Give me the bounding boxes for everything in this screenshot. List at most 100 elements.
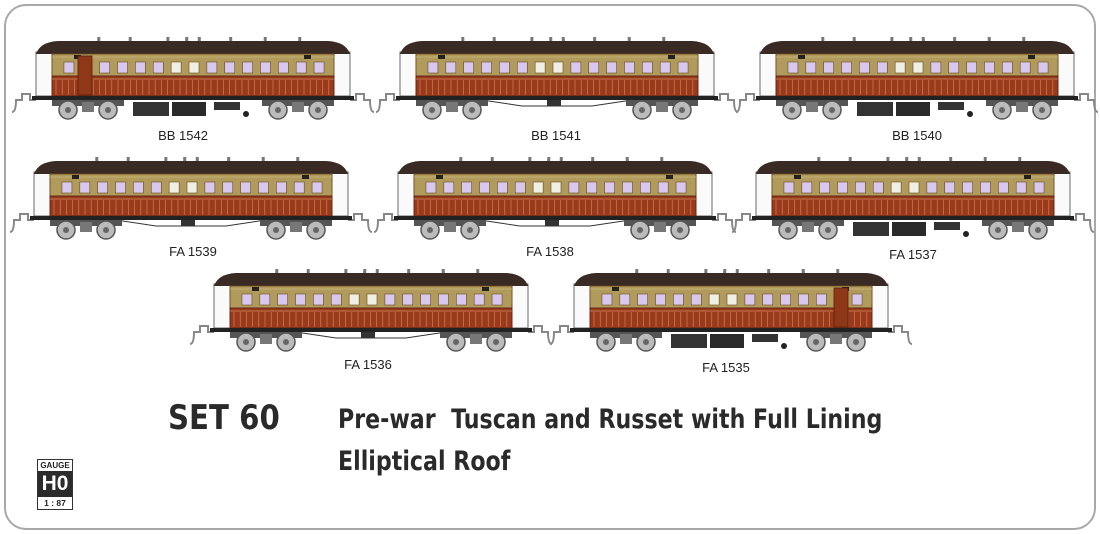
wheel-hub <box>785 227 791 233</box>
bogie-bolster <box>290 222 302 232</box>
window <box>473 293 485 306</box>
battery-box <box>133 102 169 116</box>
window <box>135 61 146 74</box>
roof-vent <box>704 269 708 273</box>
roof-vent <box>476 269 480 273</box>
window <box>787 61 799 74</box>
bogie <box>590 332 662 352</box>
window <box>642 61 653 74</box>
carriage-bb-1541: BB 1541 <box>372 30 742 148</box>
wheel-hub <box>677 227 683 233</box>
window <box>859 61 870 74</box>
end-platform-right <box>333 51 351 97</box>
roof-vent <box>492 37 496 41</box>
gauge-badge: GAUGE H0 1 : 87 <box>37 459 73 510</box>
window <box>348 293 360 306</box>
window <box>570 61 582 74</box>
window <box>855 181 866 194</box>
window <box>604 181 615 194</box>
battery-box <box>853 222 889 236</box>
end-platform-left <box>573 283 591 329</box>
window <box>780 293 791 306</box>
coupler-right <box>888 325 913 345</box>
end-platform-right <box>695 171 713 217</box>
bogie-bolster <box>444 222 456 232</box>
roof-vent <box>197 37 201 41</box>
window <box>260 61 271 74</box>
battery-box <box>671 334 707 348</box>
class-plate <box>438 55 445 59</box>
window <box>366 293 378 306</box>
window <box>851 293 863 306</box>
roof-vent <box>886 157 890 161</box>
class-plate <box>74 55 81 59</box>
end-platform-right <box>871 283 889 329</box>
window <box>980 181 991 194</box>
roof-vent <box>905 157 909 161</box>
carriage-code: FA 1535 <box>702 360 750 375</box>
carriage-code: BB 1540 <box>892 128 942 143</box>
brake-reservoir <box>243 111 249 117</box>
roof-vent <box>195 157 199 161</box>
class-plate <box>798 55 805 59</box>
end-platform-left <box>399 51 417 97</box>
roof <box>214 273 528 286</box>
wheel-hub <box>813 339 819 345</box>
class-plate <box>1028 55 1035 59</box>
bogie <box>260 220 332 240</box>
class-plate <box>794 175 801 179</box>
end-platform-left <box>35 51 53 97</box>
carriage-code: BB 1541 <box>531 128 581 143</box>
window <box>242 61 253 74</box>
bogie <box>262 100 334 120</box>
carriage-body <box>375 37 739 120</box>
window <box>801 181 813 194</box>
window <box>61 181 73 194</box>
window <box>443 181 455 194</box>
window <box>427 61 439 74</box>
wheel-hub <box>469 107 475 113</box>
brake-cylinder <box>547 100 561 106</box>
coupler-right <box>350 93 375 113</box>
bogie-bolster <box>830 334 842 344</box>
roof <box>398 161 712 174</box>
carriage-body <box>189 269 553 352</box>
bogie <box>624 220 696 240</box>
coupler-left <box>549 325 574 345</box>
roof-vent <box>627 37 631 41</box>
roof-vent <box>363 269 367 273</box>
window <box>1002 61 1013 74</box>
carriage-fa-1539: FA 1539 <box>6 150 376 268</box>
solebar <box>30 216 352 220</box>
solebar <box>752 216 1074 220</box>
window <box>823 61 834 74</box>
set-description-line-1: Pre-war Tuscan and Russet with Full Lini… <box>338 404 883 435</box>
window <box>673 293 684 306</box>
window <box>384 293 396 306</box>
bogie-bolster <box>1012 222 1024 232</box>
bogie <box>772 220 844 240</box>
roof-vent <box>298 37 302 41</box>
bogie-bolster <box>802 222 814 232</box>
window <box>97 181 108 194</box>
window <box>908 181 920 194</box>
window <box>99 61 110 74</box>
wheel-hub <box>603 339 609 345</box>
window <box>311 181 323 194</box>
gauge-ratio: 1 : 87 <box>44 498 66 508</box>
coupler-left <box>11 93 36 113</box>
window <box>481 61 492 74</box>
carriage-fa-1536: FA 1536 <box>186 262 556 380</box>
roof-vent <box>949 157 953 161</box>
battery-box <box>892 222 926 236</box>
window <box>63 61 75 74</box>
roof-vent <box>723 269 727 273</box>
carriage-drawing <box>735 37 1099 120</box>
wheel-hub <box>679 107 685 113</box>
end-platform-right <box>331 171 349 217</box>
carriage-body <box>549 269 913 352</box>
window <box>798 293 809 306</box>
wheel-hub <box>283 339 289 345</box>
window <box>894 61 906 74</box>
window <box>222 181 234 194</box>
